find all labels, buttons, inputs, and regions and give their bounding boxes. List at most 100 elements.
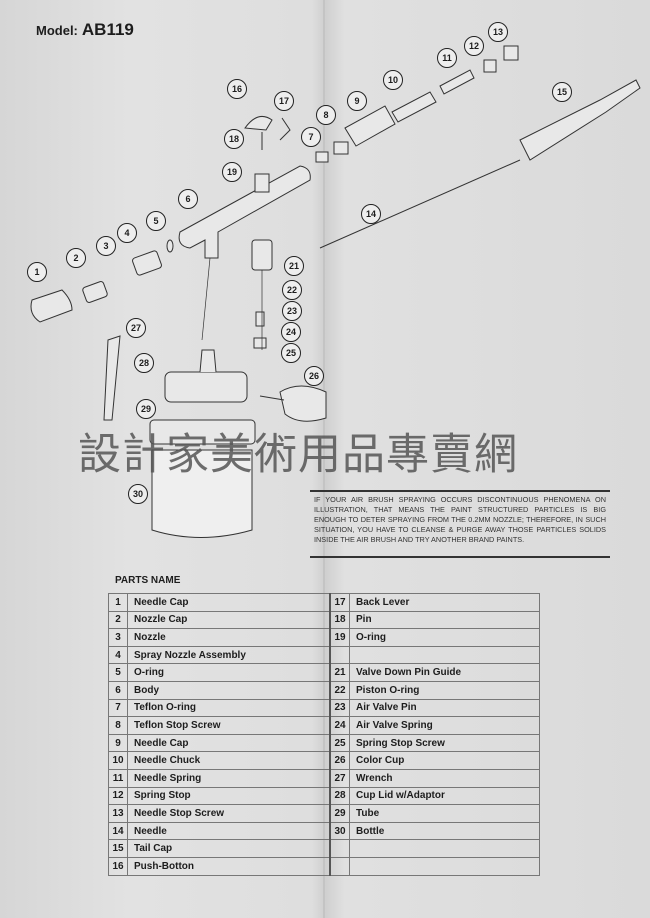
part-name: Nozzle Cap (127, 610, 331, 630)
part-number: 8 (108, 716, 128, 735)
cup-lid-part (164, 371, 248, 403)
part-number: 15 (108, 839, 128, 858)
callout-28: 28 (134, 353, 154, 373)
valve-spring-part (255, 311, 265, 327)
part-name: Nozzle (127, 628, 331, 647)
part-number: 10 (108, 751, 128, 770)
page-fold (323, 0, 325, 918)
bottle-part (151, 449, 253, 538)
callout-16: 16 (227, 79, 247, 99)
tail-cap-part (519, 79, 641, 161)
part-name: Push-Botton (127, 856, 331, 876)
part-number: 13 (108, 804, 128, 823)
part-number: 19 (329, 628, 350, 647)
part-number: 5 (108, 663, 128, 682)
part-number: 23 (329, 698, 350, 718)
part-name: Tube (349, 804, 540, 823)
part-name: Cup Lid w/Adaptor (349, 786, 540, 806)
callout-30: 30 (128, 484, 148, 504)
callout-6: 6 (178, 189, 198, 209)
part-name: O-ring (127, 663, 331, 682)
needle-cap-part (30, 289, 73, 323)
needle-chuck-part (391, 91, 437, 123)
callout-7: 7 (301, 127, 321, 147)
part-name: Needle Cap (127, 733, 331, 753)
part-name: Bottle (349, 821, 540, 841)
callout-4: 4 (117, 223, 137, 243)
part-name: O-ring (349, 628, 540, 647)
tube-part (149, 419, 256, 445)
spring-stop-part (483, 59, 497, 73)
callout-24: 24 (281, 322, 301, 342)
part-number: 6 (108, 680, 128, 700)
part-number: 12 (108, 786, 128, 806)
part-number: 18 (329, 610, 350, 630)
part-name: Pin (349, 610, 540, 630)
model-heading: Model:AB119 (36, 20, 134, 40)
part-name: Teflon Stop Screw (127, 716, 331, 735)
needle-stop-screw-part (503, 45, 519, 61)
nozzle-cap-part (82, 281, 108, 303)
part-name: Valve Down Pin Guide (349, 663, 540, 682)
callout-2: 2 (66, 248, 86, 268)
part-name: Spring Stop Screw (349, 733, 540, 753)
part-number: 2 (108, 610, 128, 630)
part-name: Spring Stop (127, 786, 331, 806)
part-name: Tail Cap (127, 839, 331, 858)
needle-part (319, 159, 521, 249)
troubleshooting-notice: If your air brush spraying occurs discon… (310, 490, 610, 558)
part-number: 21 (329, 663, 350, 682)
callout-8: 8 (316, 105, 336, 125)
spring-stop-screw-part (253, 337, 267, 349)
callout-26: 26 (304, 366, 324, 386)
callout-12: 12 (464, 36, 484, 56)
parts-title: PARTS NAME (115, 575, 181, 586)
callout-9: 9 (347, 91, 367, 111)
part-number: 14 (108, 821, 128, 841)
part-number: 28 (329, 786, 350, 806)
callout-1: 1 (27, 262, 47, 282)
part-name: Spray Nozzle Assembly (127, 645, 331, 665)
callout-22: 22 (282, 280, 302, 300)
teflon-screw-part (333, 141, 349, 155)
valve-guide-part (251, 239, 273, 271)
wrench-part (103, 335, 121, 421)
part-name: Teflon O-ring (127, 698, 331, 718)
part-number: 7 (108, 698, 128, 718)
model-label: Model: (36, 23, 78, 38)
part-number: 17 (329, 593, 350, 612)
part-number: 27 (329, 768, 350, 788)
part-number: 29 (329, 804, 350, 823)
part-name (349, 839, 540, 858)
callout-27: 27 (126, 318, 146, 338)
part-name: Wrench (349, 768, 540, 788)
part-number: 22 (329, 680, 350, 700)
part-number: 4 (108, 645, 128, 665)
callout-3: 3 (96, 236, 116, 256)
part-name: Needle Spring (127, 768, 331, 788)
part-number: 11 (108, 768, 128, 788)
part-number: 24 (329, 716, 350, 735)
part-number: 9 (108, 733, 128, 753)
body-part (178, 165, 311, 259)
part-number: 16 (108, 856, 128, 876)
callout-10: 10 (383, 70, 403, 90)
part-name: Body (127, 680, 331, 700)
needle-spring-part (439, 69, 475, 95)
exploded-diagram (30, 45, 641, 538)
part-number (329, 839, 350, 858)
part-number (329, 645, 350, 665)
callout-23: 23 (282, 301, 302, 321)
